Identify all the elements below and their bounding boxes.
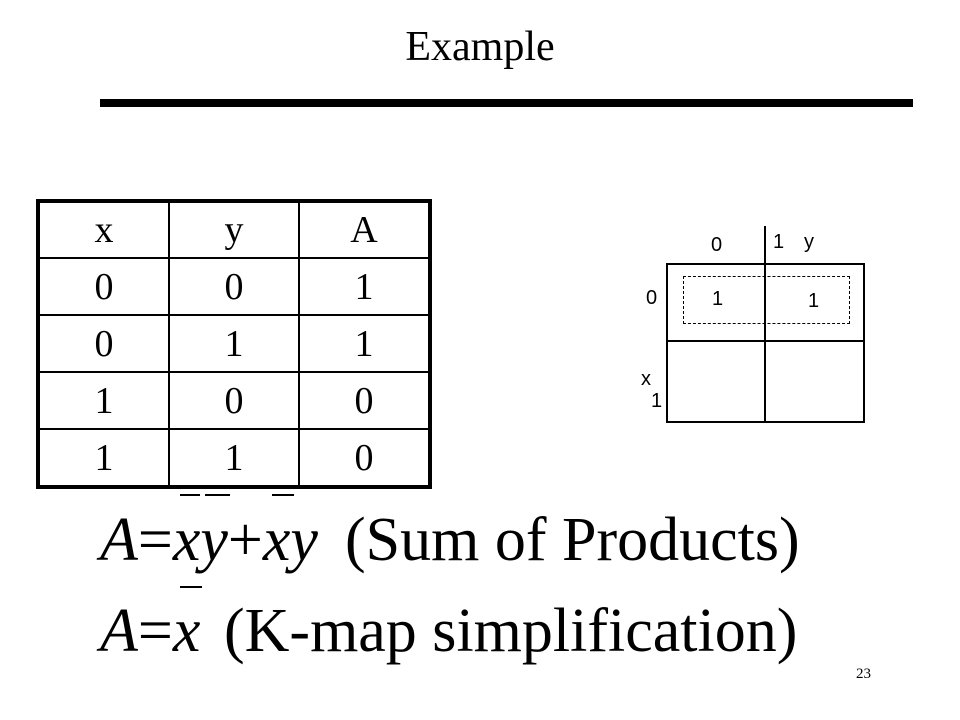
eq1-bar-y <box>205 494 230 496</box>
kmap-grouping-loop <box>683 276 850 324</box>
page-number: 23 <box>856 666 871 682</box>
kmap-col-label-0: 0 <box>711 234 723 256</box>
table-cell: 1 <box>168 428 300 488</box>
table-row: 0 0 1 <box>37 257 431 316</box>
kmap-col-label-1: 1 <box>773 231 785 253</box>
truth-table-header-row: x y A <box>37 200 431 259</box>
header-a: A <box>298 200 431 259</box>
kmap-cell-01: 1 <box>808 290 820 312</box>
eq1-term1-y: y <box>200 506 228 574</box>
eq2-bar-x <box>180 586 202 588</box>
eq1-term2-x: x <box>262 506 291 574</box>
kmap-vertical-divider <box>764 226 766 423</box>
table-cell: 1 <box>37 371 170 430</box>
table-row: 1 1 0 <box>37 428 431 488</box>
table-cell: 1 <box>168 314 300 373</box>
slide-title: Example <box>405 24 555 70</box>
table-cell: 1 <box>298 257 431 316</box>
table-cell: 0 <box>298 428 431 488</box>
table-cell: 0 <box>298 371 431 430</box>
header-y: y <box>168 200 300 259</box>
table-cell: 0 <box>37 314 170 373</box>
eq1-bar-x2 <box>272 494 294 496</box>
table-cell: 0 <box>168 371 300 430</box>
table-row: 0 1 1 <box>37 314 431 373</box>
title-divider <box>100 99 913 107</box>
table-cell: 0 <box>168 257 300 316</box>
kmap-cell-00: 1 <box>712 288 724 310</box>
eq1-note: (Sum of Products) <box>345 506 800 574</box>
kmap-horizontal-divider <box>666 340 865 342</box>
eq1-plus: + <box>227 506 263 574</box>
table-cell: 0 <box>37 257 170 316</box>
eq1-bar-x <box>180 494 200 496</box>
eq2-term-x: x <box>172 597 201 665</box>
eq1-equals: = <box>137 506 173 574</box>
kmap-row-label-0: 0 <box>646 287 658 309</box>
header-x: x <box>37 200 170 259</box>
table-cell: 1 <box>298 314 431 373</box>
eq1-term1-x: x <box>172 506 201 574</box>
kmap-row-label-1: 1 <box>651 390 663 412</box>
kmap-col-var: y <box>804 231 814 253</box>
eq2-note: (K-map simplification) <box>224 597 798 665</box>
eq2-lhs: A <box>100 597 138 665</box>
truth-table: x y A 0 0 1 0 1 1 1 0 0 1 1 0 <box>36 199 432 489</box>
eq2-equals: = <box>137 597 173 665</box>
kmap-row-var: x <box>641 368 651 390</box>
eq1-lhs: A <box>100 506 138 574</box>
table-cell: 1 <box>37 428 170 488</box>
table-row: 1 0 0 <box>37 371 431 430</box>
eq1-term2-y: y <box>290 506 318 574</box>
